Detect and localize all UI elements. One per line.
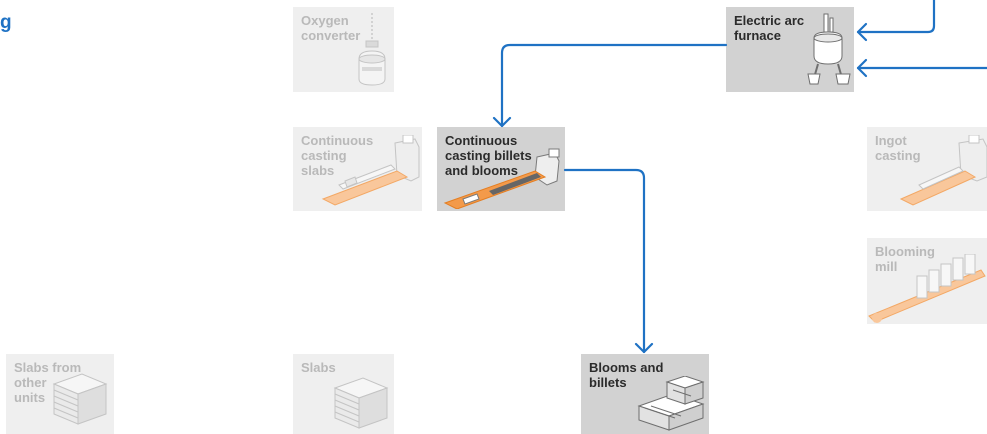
slab-stack-icon (52, 373, 108, 425)
node-oxygen-converter: Oxygen converter (293, 7, 394, 92)
node-label: Continuous casting slabs (301, 133, 374, 178)
arrow-caster-to-blooms (563, 168, 646, 354)
billet-stack-icon (637, 376, 705, 431)
rolling-mill-icon (868, 254, 986, 323)
arrowhead-icon (634, 342, 654, 354)
node-label: Slabs from other units (14, 360, 82, 405)
arrow-into-furnace-top (856, 0, 936, 34)
arrow-furnace-to-caster (500, 43, 728, 128)
node-label: Continuous casting billets and blooms (445, 133, 532, 178)
arrowhead-icon (492, 116, 512, 128)
arrowhead-icon (856, 22, 868, 42)
arrowhead-icon (856, 58, 868, 78)
caster-icon (321, 135, 420, 206)
node-label: Ingot casting (875, 133, 921, 163)
node-continuous-casting-slabs: Continuous casting slabs (293, 127, 422, 211)
slab-stack-icon (333, 377, 389, 429)
section-heading: g (0, 12, 12, 33)
node-label: Blooms and billets (589, 360, 664, 390)
node-slabs: Slabs (293, 354, 394, 434)
node-label: Slabs (301, 360, 336, 375)
node-blooms-billets: Blooms and billets (581, 354, 709, 434)
node-continuous-casting-billets: Continuous casting billets and blooms (437, 127, 565, 211)
converter-icon (358, 13, 386, 86)
furnace-icon (807, 13, 851, 85)
node-label: Oxygen converter (301, 13, 361, 43)
caster-icon (443, 148, 560, 209)
node-label: Electric arc furnace (734, 13, 805, 43)
node-blooming-mill: Blooming mill (867, 238, 987, 324)
node-label: Blooming mill (875, 244, 935, 274)
caster-icon (899, 135, 987, 206)
node-slabs-other-units: Slabs from other units (6, 354, 114, 434)
node-electric-arc-furnace: Electric arc furnace (726, 7, 854, 92)
node-ingot-casting: Ingot casting (867, 127, 987, 211)
